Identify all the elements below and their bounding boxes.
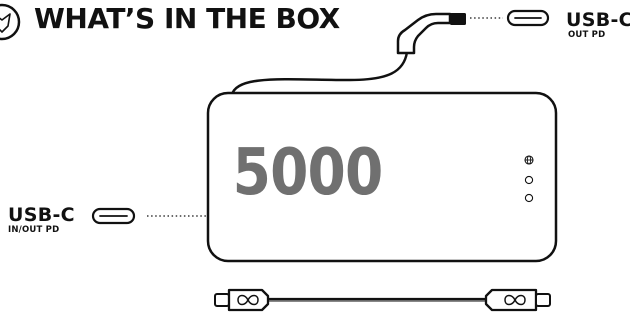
attached-usb-c-cable-icon <box>230 12 466 97</box>
power-bank-body <box>206 91 558 263</box>
input-output-port-label: USB-C IN/OUT PD <box>8 205 75 235</box>
page-title: WHAT’S IN THE BOX <box>34 2 340 35</box>
output-port-name: USB-C <box>566 9 630 31</box>
usb-c-to-usb-c-cable-icon <box>214 288 551 312</box>
infinity-logo-icon <box>504 294 526 306</box>
capacity-label: 5000 <box>232 136 384 210</box>
usb-c-port-icon <box>506 9 550 27</box>
input-output-port-name: USB-C <box>8 204 75 226</box>
output-port-detail: OUT PD <box>568 30 606 40</box>
output-port-label: USB-C OUT PD <box>566 10 630 40</box>
usb-c-port-icon <box>91 207 136 225</box>
circle-outline-icon <box>524 193 534 203</box>
globe-icon <box>524 155 534 165</box>
infinity-logo-icon <box>237 294 259 306</box>
circle-outline-icon <box>524 175 534 185</box>
input-output-port-detail: IN/OUT PD <box>8 225 60 235</box>
fox-head-logo-icon <box>0 3 21 41</box>
